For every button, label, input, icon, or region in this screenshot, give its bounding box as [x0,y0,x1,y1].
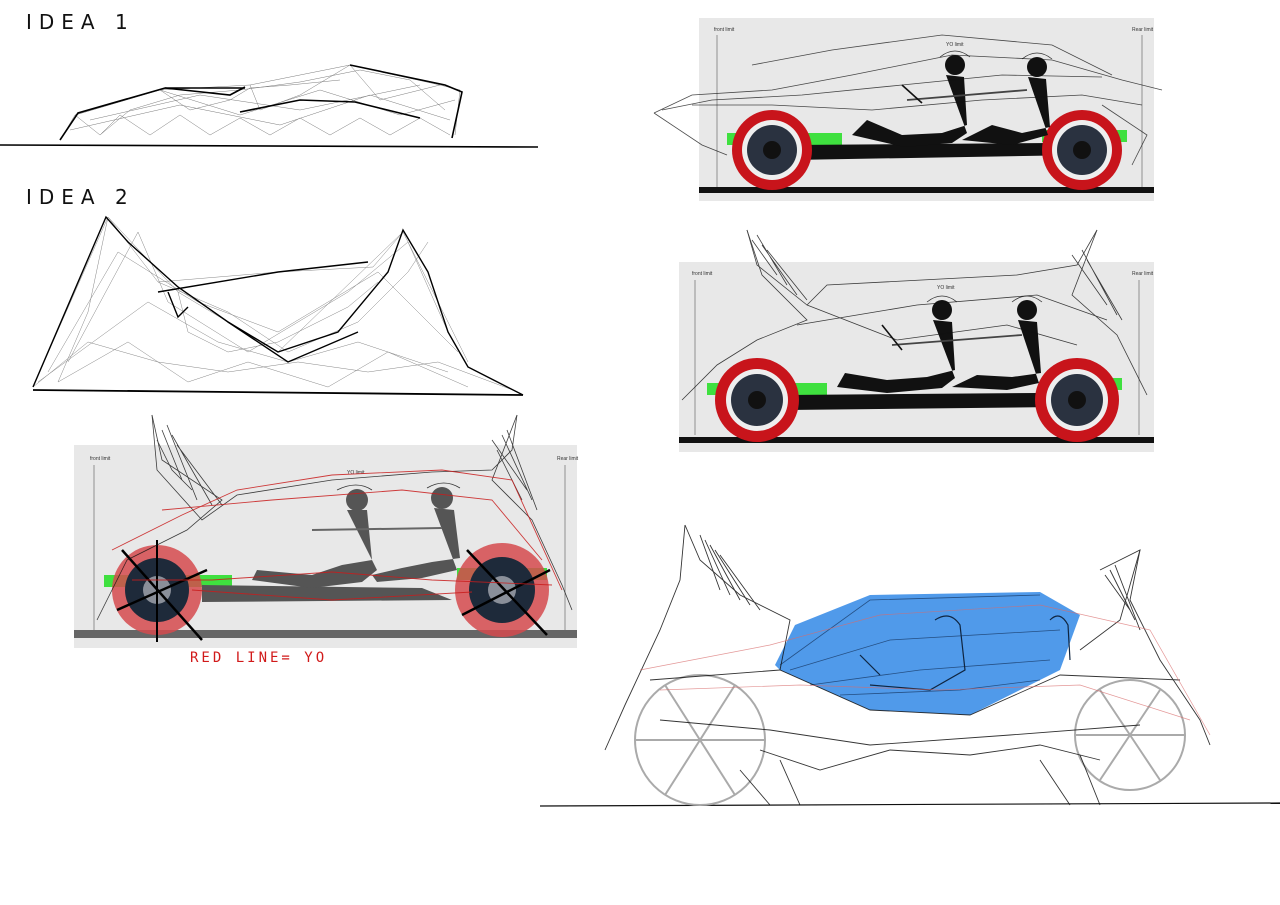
driver-silhouette [852,55,967,147]
head-limit-label: YO limit [946,42,964,48]
rear-wheel [1035,358,1119,442]
rear-wheel [455,543,551,637]
rear-wheel [1042,110,1122,190]
idea-1-package-drawing: front limit Rear limit YO limit [653,18,1163,201]
driver-silhouette [252,489,377,588]
rear-limit-label: Rear limit [1132,271,1154,277]
front-wheel-sketch [634,674,766,806]
occupant-sketch [859,615,1071,691]
front-wheel [112,540,208,642]
driver-silhouette [837,300,955,393]
front-limit-label: front limit [692,271,713,277]
front-wheel [732,110,812,190]
front-limit-label: front limit [90,456,111,462]
idea-2-heading: IDEA 2 [26,185,135,209]
rear-wheel-sketch [1074,679,1186,791]
rear-limit-label: Rear limit [557,456,579,462]
idea-2-perspective-render [540,524,1280,807]
idea-1-wireframe-sketch [0,64,539,148]
front-limit-label: front limit [714,27,735,33]
idea-2-wireframe-sketch [32,215,524,396]
passenger-silhouette [372,487,460,582]
passenger-silhouette [962,57,1050,145]
head-limit-label: YO limit [937,285,955,291]
passenger-silhouette [952,300,1041,390]
idea-1-heading: IDEA 1 [26,10,135,34]
canopy-blue [775,592,1080,715]
front-wheel [715,358,799,442]
rear-limit-label: Rear limit [1132,27,1154,33]
red-line-caption: RED LINE= YO [190,650,328,666]
idea-2-alt-package-drawing: front limit Rear limit YO limit [679,229,1154,452]
head-limit-label: YO limit [347,470,365,476]
idea-2-package-drawing: front limit Rear limit YO limit [74,414,579,648]
